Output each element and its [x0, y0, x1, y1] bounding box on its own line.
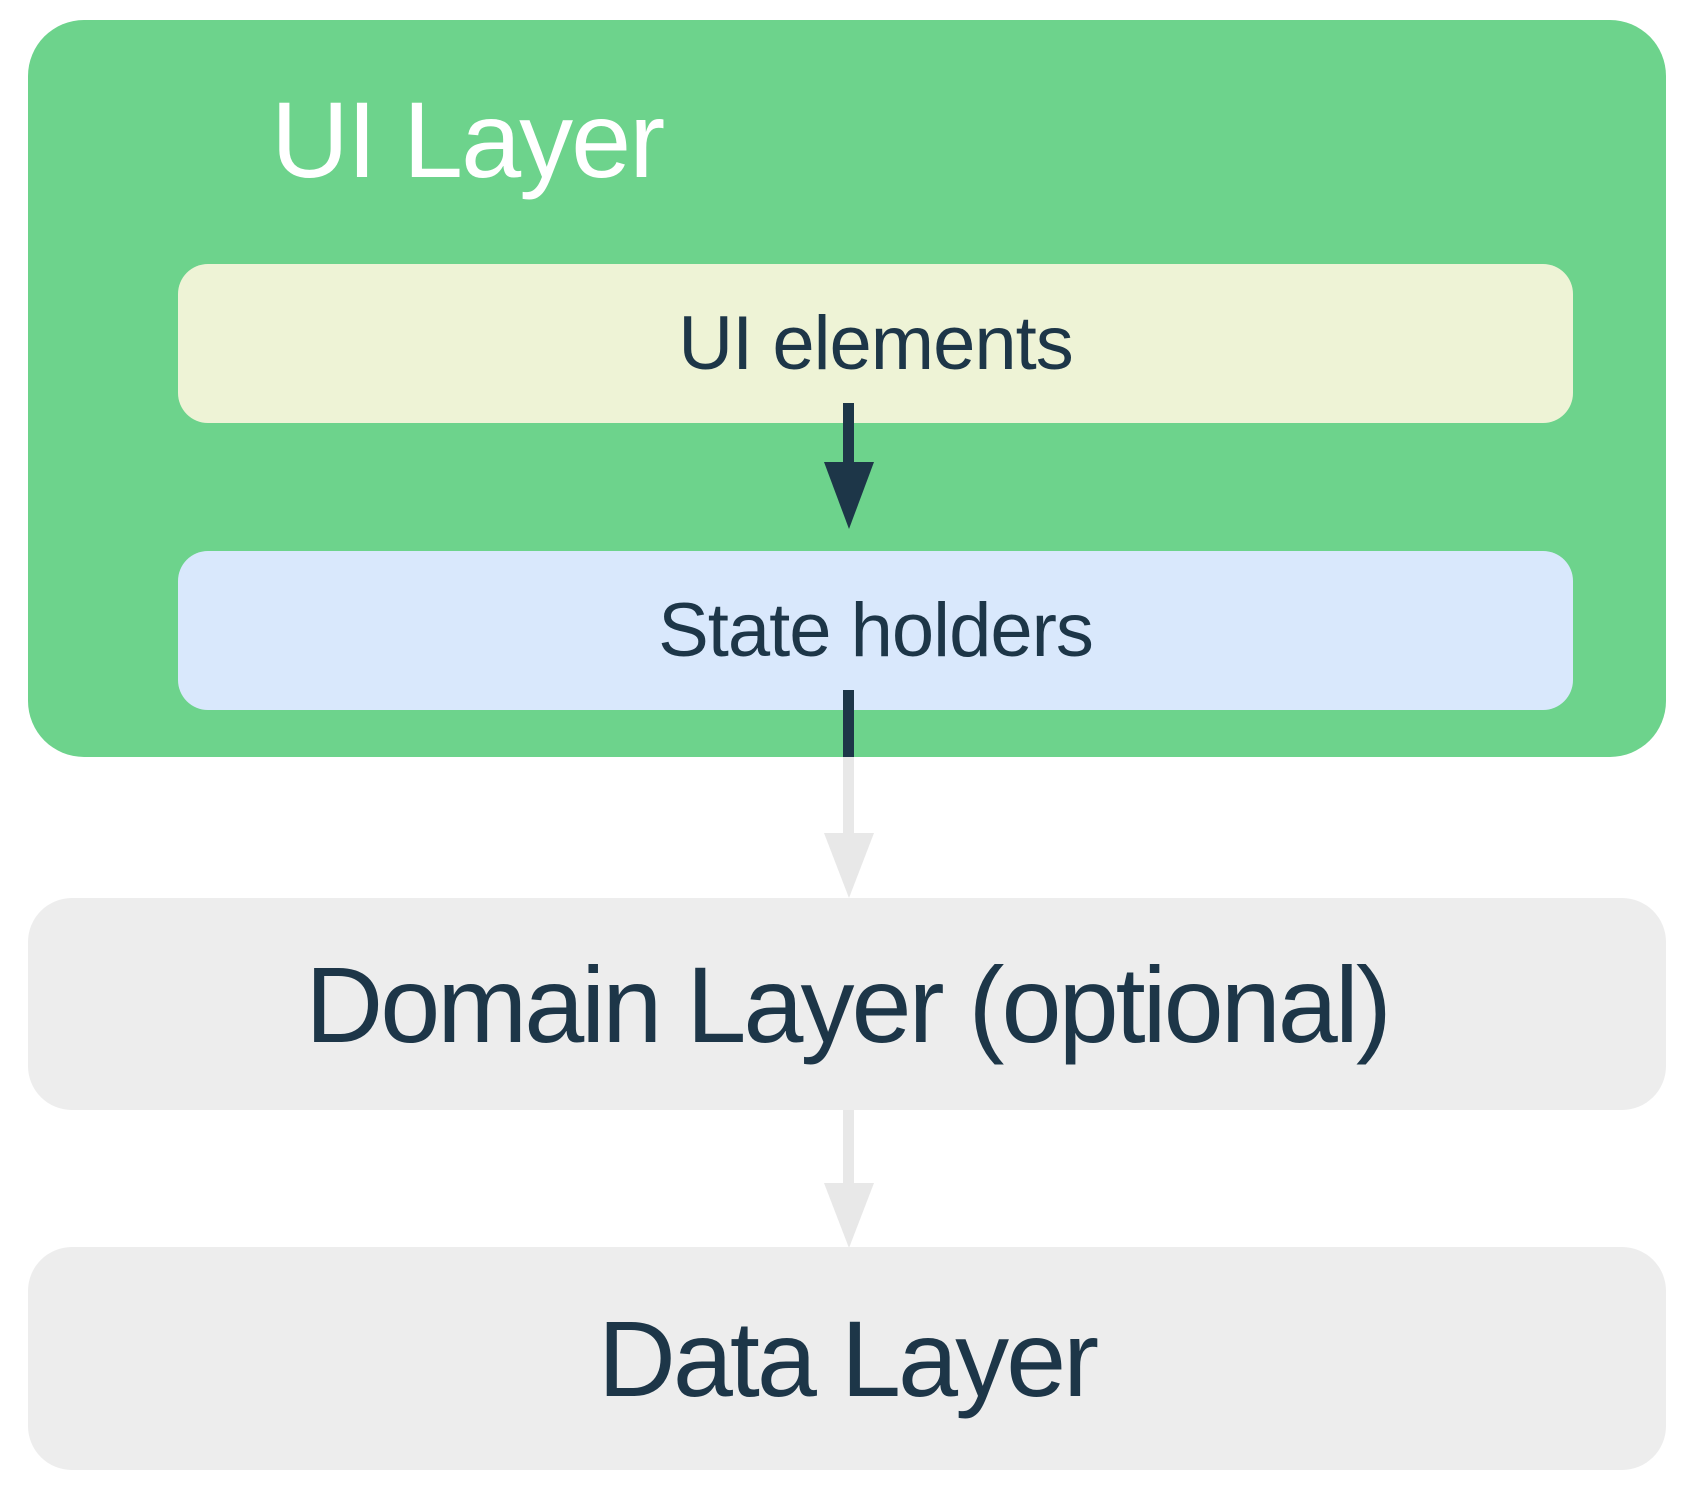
- state-holders-box: State holders: [178, 551, 1573, 710]
- arrow-state-holders-to-domain-stem-dark: [843, 690, 854, 757]
- data-layer-box: Data Layer: [28, 1247, 1666, 1470]
- arrow-state-holders-to-domain-head: [824, 833, 874, 898]
- state-holders-label: State holders: [658, 588, 1094, 673]
- arrow-ui-elements-to-state-holders-head: [824, 462, 874, 529]
- data-layer-label: Data Layer: [597, 1298, 1099, 1419]
- arrow-domain-to-data-stem: [843, 1110, 854, 1186]
- arrow-domain-to-data-head: [824, 1183, 874, 1248]
- ui-elements-box: UI elements: [178, 264, 1573, 423]
- ui-layer-label: UI Layer: [271, 79, 665, 200]
- ui-layer-box: UI Layer UI elements State holders: [28, 20, 1666, 757]
- arrow-ui-elements-to-state-holders-stem: [843, 403, 854, 465]
- arrow-state-holders-to-domain-stem-light: [843, 757, 854, 834]
- domain-layer-label: Domain Layer (optional): [305, 943, 1392, 1065]
- domain-layer-box: Domain Layer (optional): [28, 898, 1666, 1110]
- ui-elements-label: UI elements: [678, 301, 1073, 386]
